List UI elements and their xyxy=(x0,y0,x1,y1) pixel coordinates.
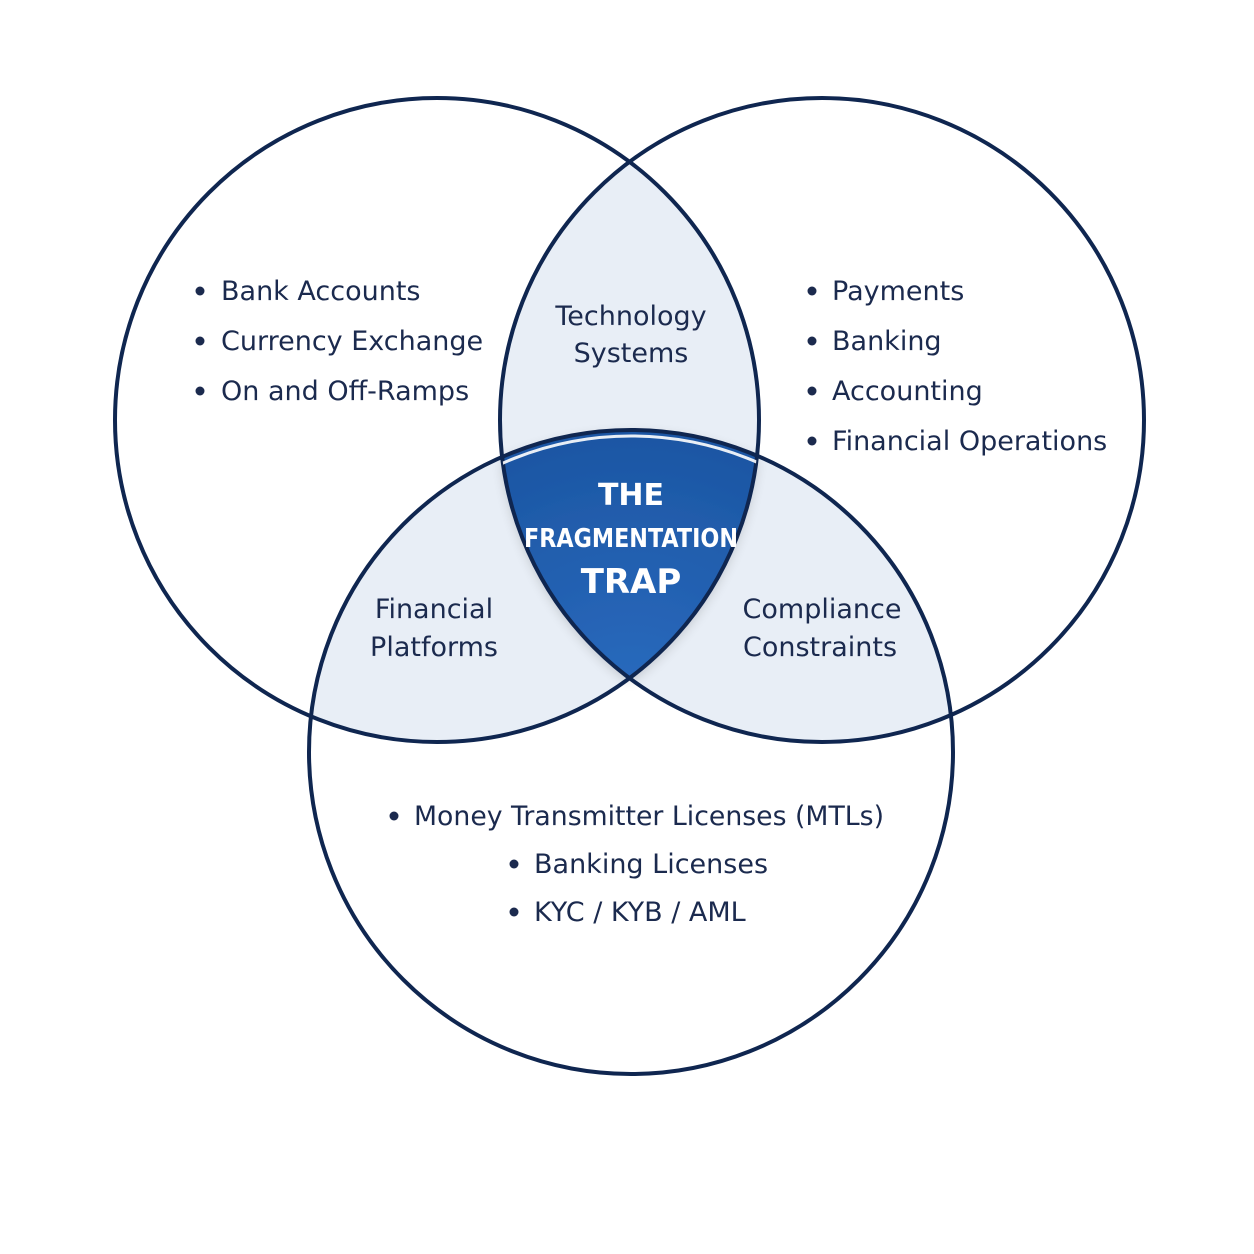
svg-text:Constraints: Constraints xyxy=(743,632,897,663)
circle-left xyxy=(113,96,761,744)
overlap-right-bottom xyxy=(500,430,953,742)
svg-text:Technology: Technology xyxy=(554,301,706,332)
svg-text:Financial: Financial xyxy=(375,594,493,625)
svg-text:KYC / KYB / AML: KYC / KYB / AML xyxy=(534,897,746,928)
circle-bottom xyxy=(307,428,955,1076)
left-item-list: Bank Accounts Currency Exchange On and O… xyxy=(195,276,483,407)
overlap-label-financial-platforms: Financial Platforms xyxy=(370,594,498,663)
list-item: Financial Operations xyxy=(807,426,1107,457)
svg-text:Banking: Banking xyxy=(832,326,942,357)
list-item: KYC / KYB / AML xyxy=(509,897,746,928)
svg-text:On and Off-Ramps: On and Off-Ramps xyxy=(221,376,469,407)
bottom-item-list: Money Transmitter Licenses (MTLs) Bankin… xyxy=(389,801,884,928)
svg-text:Accounting: Accounting xyxy=(832,376,983,407)
svg-text:FRAGMENTATION: FRAGMENTATION xyxy=(524,524,738,554)
svg-text:Currency Exchange: Currency Exchange xyxy=(221,326,483,357)
list-item: Money Transmitter Licenses (MTLs) xyxy=(389,801,884,832)
overlap-label-technology-systems: Technology Systems xyxy=(554,301,706,369)
list-item: On and Off-Ramps xyxy=(195,376,469,407)
svg-text:TRAP: TRAP xyxy=(581,562,682,602)
circle-right xyxy=(498,96,1146,744)
list-item: Banking xyxy=(807,326,942,357)
right-item-list: Payments Banking Accounting Financial Op… xyxy=(807,276,1107,457)
svg-text:Financial Operations: Financial Operations xyxy=(832,426,1107,457)
overlap-left-bottom xyxy=(309,430,759,742)
svg-text:THE: THE xyxy=(598,478,664,513)
svg-text:Bank Accounts: Bank Accounts xyxy=(221,276,420,307)
svg-text:Payments: Payments xyxy=(832,276,964,307)
list-item: Accounting xyxy=(807,376,983,407)
svg-text:Compliance: Compliance xyxy=(743,594,902,625)
svg-text:Platforms: Platforms xyxy=(370,632,498,663)
list-item: Payments xyxy=(807,276,964,307)
center-title: THE FRAGMENTATION TRAP xyxy=(524,478,738,602)
svg-text:Money Transmitter Licenses (MT: Money Transmitter Licenses (MTLs) xyxy=(414,801,884,832)
overlap-label-compliance-constraints: Compliance Constraints xyxy=(743,594,902,663)
svg-text:Banking Licenses: Banking Licenses xyxy=(534,849,768,880)
svg-text:Systems: Systems xyxy=(574,338,689,369)
list-item: Banking Licenses xyxy=(509,849,768,880)
list-item: Bank Accounts xyxy=(195,276,420,307)
list-item: Currency Exchange xyxy=(195,326,483,357)
